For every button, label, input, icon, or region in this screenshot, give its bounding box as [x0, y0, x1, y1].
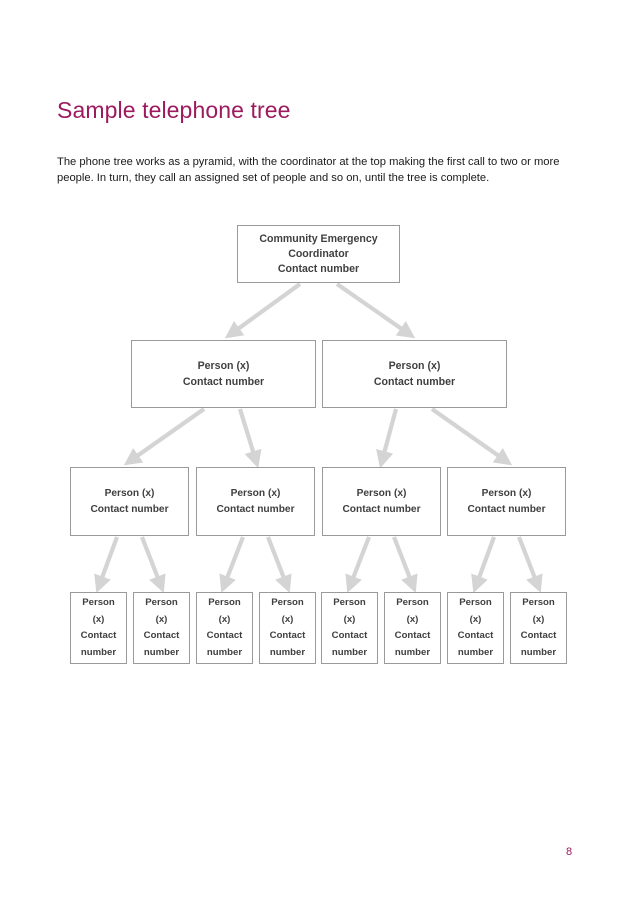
node-line: Person	[145, 597, 178, 608]
connector-l3-3-to-l4-7	[517, 536, 543, 594]
intro-paragraph: The phone tree works as a pyramid, with …	[57, 156, 560, 185]
node-line: Contact	[269, 630, 306, 641]
node-line: Person (x)	[481, 488, 532, 499]
connector-l3-2-to-l4-4	[345, 536, 371, 594]
tree-node-level4-3[interactable]: Person (x) Contact number	[196, 592, 253, 664]
node-line: Person	[522, 597, 555, 608]
connector-l1-0-to-l2-1	[335, 282, 416, 339]
page-number: 8	[566, 846, 573, 858]
connector-l3-1-to-l4-2	[219, 536, 245, 594]
node-line: Contact number	[90, 503, 169, 515]
tree-node-level2-2[interactable]: Person (x) Contact number	[322, 340, 507, 408]
node-line: Person (x)	[104, 488, 155, 499]
node-line: Contact number	[467, 503, 546, 515]
tree-node-level4-8[interactable]: Person (x) Contact number	[510, 592, 567, 664]
tree-node-level4-6[interactable]: Person (x) Contact number	[384, 592, 441, 664]
node-line: Contact	[206, 630, 243, 641]
node-line: number	[520, 646, 557, 658]
node-line: Contact	[143, 630, 180, 641]
node-line: (x)	[155, 613, 168, 625]
tree-node-level4-5[interactable]: Person (x) Contact number	[321, 592, 378, 664]
node-line: number	[206, 646, 243, 658]
tree-node-level3-3[interactable]: Person (x) Contact number	[322, 467, 441, 536]
node-line: Contact number	[342, 503, 421, 515]
node-line: Person	[271, 597, 304, 608]
connector-l2-0-to-l3-1	[237, 408, 262, 469]
tree-node-level3-1[interactable]: Person (x) Contact number	[70, 467, 189, 536]
node-line: number	[80, 646, 117, 658]
node-line: number	[394, 646, 431, 658]
node-line: (x)	[343, 613, 356, 625]
node-line: Contact	[331, 630, 368, 641]
node-line: Person	[459, 597, 492, 608]
node-line: Contact	[80, 630, 117, 641]
node-line: Coordinator	[288, 247, 349, 260]
tree-node-level4-2[interactable]: Person (x) Contact number	[133, 592, 190, 664]
node-line: Person (x)	[356, 488, 407, 499]
connector-l2-1-to-l3-2	[376, 408, 399, 469]
node-line: Contact number	[182, 376, 265, 388]
connector-l3-3-to-l4-6	[471, 536, 496, 594]
connector-l3-2-to-l4-5	[392, 536, 418, 594]
node-line: number	[457, 646, 494, 658]
page-title: Sample telephone tree	[57, 97, 291, 124]
connector-l3-1-to-l4-3	[266, 536, 292, 594]
node-line: Contact	[394, 630, 431, 641]
node-line: Contact number	[373, 376, 456, 388]
node-line: (x)	[281, 613, 294, 625]
tree-node-level3-2[interactable]: Person (x) Contact number	[196, 467, 315, 536]
connector-l2-1-to-l3-3	[430, 407, 513, 466]
node-line: number	[143, 646, 180, 658]
node-line: Person (x)	[230, 488, 281, 499]
node-line: Community Emergency	[259, 232, 378, 245]
node-line: number	[269, 646, 306, 658]
node-line: Person	[82, 597, 115, 608]
tree-node-coordinator[interactable]: Community Emergency Coordinator Contact …	[237, 225, 400, 283]
tree-node-level4-4[interactable]: Person (x) Contact number	[259, 592, 316, 664]
node-line: Person	[208, 597, 241, 608]
tree-node-level2-1[interactable]: Person (x) Contact number	[131, 340, 316, 408]
tree-node-level4-1[interactable]: Person (x) Contact number	[70, 592, 127, 664]
node-line: (x)	[218, 613, 231, 625]
connector-l1-0-to-l2-0	[224, 282, 302, 339]
connector-l2-0-to-l3-0	[123, 407, 206, 466]
node-line: (x)	[532, 613, 545, 625]
node-line: (x)	[469, 613, 482, 625]
node-line: Person (x)	[197, 360, 250, 372]
node-line: Contact	[457, 630, 494, 641]
node-line: Person	[333, 597, 366, 608]
connector-group	[94, 282, 543, 594]
node-line: number	[331, 646, 368, 658]
node-line: Person	[396, 597, 429, 608]
node-line: Contact	[520, 630, 557, 641]
node-line: Person (x)	[388, 360, 441, 372]
node-line: Contact number	[277, 262, 360, 275]
tree-node-level4-7[interactable]: Person (x) Contact number	[447, 592, 504, 664]
node-line: Contact number	[216, 503, 295, 515]
connector-l3-0-to-l4-0	[94, 536, 119, 594]
tree-node-level3-4[interactable]: Person (x) Contact number	[447, 467, 566, 536]
connector-l3-0-to-l4-1	[140, 536, 166, 594]
node-line: (x)	[406, 613, 419, 625]
node-line: (x)	[92, 613, 105, 625]
